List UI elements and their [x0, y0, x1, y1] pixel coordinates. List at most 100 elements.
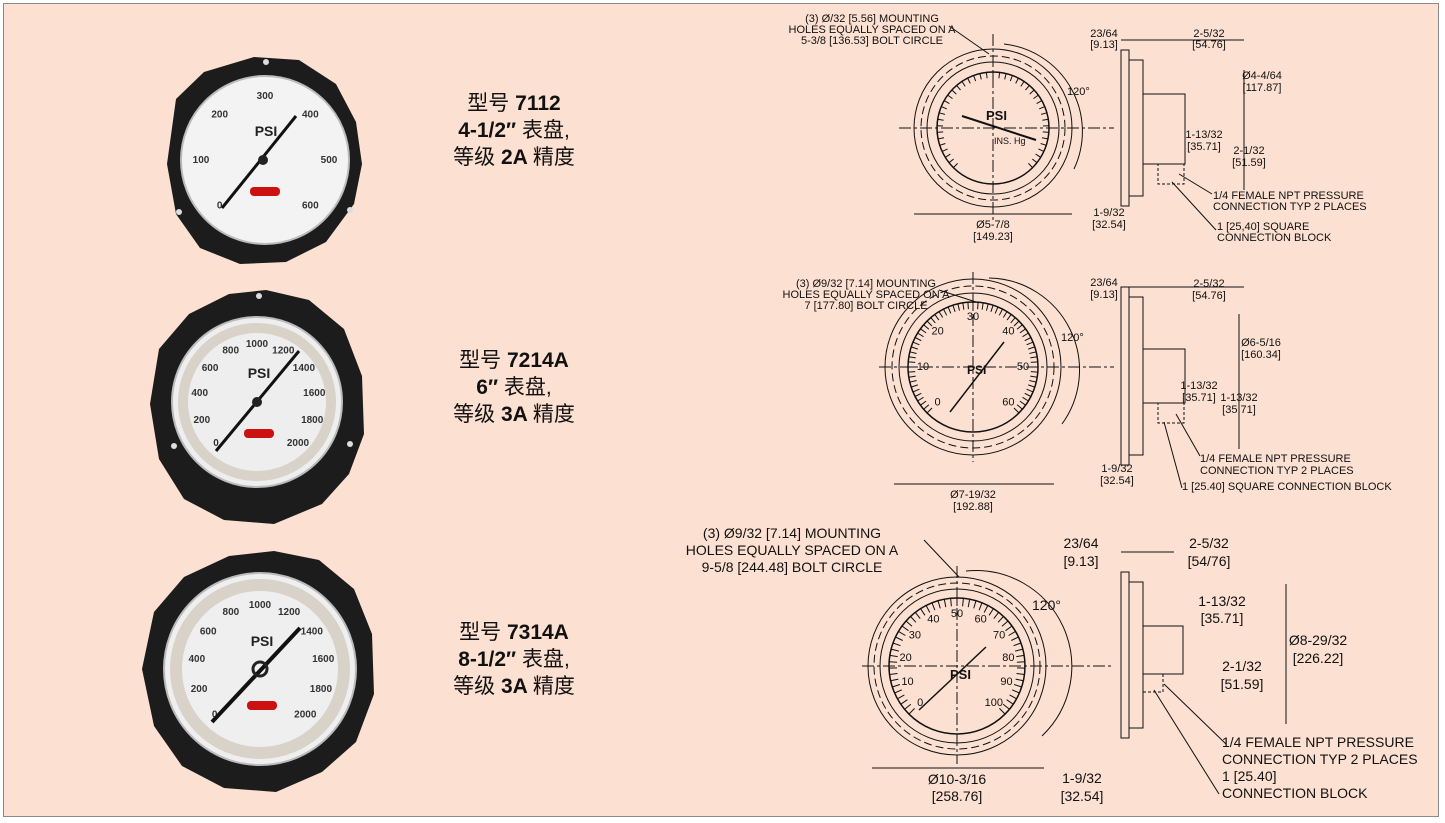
- scale-tick: [1022, 332, 1029, 338]
- scale-tick: [1015, 678, 1024, 682]
- scale-tick: [1009, 75, 1013, 82]
- scale-tick: [1029, 89, 1035, 95]
- depth-dim: 2-5/32: [1193, 278, 1224, 290]
- side-back: [1142, 348, 1186, 404]
- scale-tick: [1013, 684, 1022, 688]
- model-title-7112: 型号 7112 4-1/2″ 表盘, 等级 2A 精度: [404, 90, 624, 171]
- scale-tick: [914, 337, 922, 342]
- scale-tick: [986, 303, 989, 311]
- brand-logo: [250, 187, 280, 196]
- scale-tick: [938, 112, 946, 115]
- rear-dim: 1-9/32: [1062, 770, 1102, 786]
- dial-label: 表盘,: [521, 119, 570, 142]
- case-diameter-dim: Ø4-4/64: [1242, 70, 1282, 82]
- npt-note: CONNECTION TYP 2 PLACES: [1200, 465, 1354, 477]
- block-note: 1 [25,40] SQUARE: [1217, 221, 1309, 233]
- side-flange: [1120, 49, 1130, 207]
- scale-tick: [938, 311, 944, 318]
- scale-tick: [925, 605, 931, 613]
- scale-number: 70: [993, 629, 1005, 641]
- scale-tick: [937, 131, 944, 133]
- mounting-note: HOLES EQUALLY SPACED ON A: [686, 542, 899, 558]
- scale-tick: [939, 143, 946, 146]
- scale-tick: [947, 306, 952, 314]
- scale-tick: [973, 600, 977, 609]
- scale-number: 0: [935, 396, 941, 408]
- scale-tick: [948, 158, 955, 164]
- scale-tick: [1024, 337, 1032, 342]
- angle-label: 120°: [1061, 332, 1084, 344]
- scale-tick: [908, 356, 916, 359]
- diameter-dim: Ø7-19/32: [950, 489, 996, 501]
- block-note: 1 [25.40]: [1222, 768, 1277, 784]
- model-label: 型号: [467, 92, 510, 115]
- scale-number: 1600: [303, 388, 326, 399]
- scale-tick: [1031, 158, 1038, 164]
- scale-tick: [1030, 361, 1038, 363]
- rear-dim: 1-9/32: [1093, 207, 1124, 219]
- connection-block: [1142, 673, 1164, 693]
- case-diameter-dim-mm: [117.87]: [1243, 82, 1282, 94]
- scale-number: 1400: [293, 363, 316, 374]
- scale-tick: [908, 371, 916, 373]
- scale-tick: [945, 153, 951, 158]
- flange-dim-mm: [9.13]: [1063, 553, 1098, 569]
- scale-tick: [1022, 396, 1029, 402]
- flange-dim-mm: [9.13]: [1090, 289, 1118, 301]
- scale-number: 600: [202, 363, 219, 374]
- scale-tick: [967, 599, 971, 608]
- npt-note: 1/4 FEMALE NPT PRESSURE: [1222, 734, 1414, 750]
- scale-tick: [898, 630, 906, 636]
- diameter-dim: Ø10-3/16: [928, 771, 987, 787]
- side-flange: [1120, 286, 1130, 466]
- gauge-hub: [258, 155, 268, 165]
- scale-number: 0: [217, 200, 223, 211]
- connection-dim-1-mm: [35.71]: [1187, 141, 1221, 153]
- scale-number: 0: [213, 438, 219, 449]
- connection-dim-1: 1-13/32: [1185, 129, 1222, 141]
- scale-tick: [1029, 351, 1037, 354]
- mounting-note: (3) Ø/32 [5.56] MOUNTING: [805, 13, 939, 25]
- scale-tick: [1028, 163, 1033, 168]
- scale-tick: [911, 346, 918, 350]
- leader-line: [1163, 421, 1183, 489]
- gauge-ring-scale: [170, 579, 350, 759]
- leader-line: [1153, 689, 1220, 795]
- scale-number: 300: [257, 91, 274, 102]
- scale-tick: [994, 306, 999, 314]
- model-label: 型号: [459, 621, 502, 644]
- scale-tick: [1016, 673, 1025, 675]
- scale-tick: [950, 598, 952, 607]
- model-title-7314A: 型号 7314A 8-1/2″ 表盘, 等级 3A 精度: [404, 619, 624, 700]
- connection-block: [1157, 402, 1185, 424]
- dial-ticks: [888, 598, 1026, 715]
- dial-label: 表盘,: [503, 376, 552, 399]
- scale-number: 600: [200, 626, 217, 637]
- dial-ticks: [908, 302, 1038, 414]
- gauge-hub: [252, 397, 262, 407]
- scale-tick: [1042, 118, 1049, 121]
- scale-tick: [1013, 407, 1020, 414]
- scale-tick: [941, 148, 948, 152]
- connection-dim-1-mm: [35.71]: [1201, 610, 1244, 626]
- mounting-hole: [263, 59, 269, 65]
- scale-tick: [962, 302, 965, 310]
- scale-tick: [914, 611, 921, 619]
- scale-number: 1000: [246, 339, 269, 350]
- flange-dim: 23/64: [1090, 277, 1118, 289]
- scale-number: 1400: [301, 626, 324, 637]
- scale-tick: [1036, 100, 1043, 105]
- scale-tick: [912, 388, 920, 393]
- scale-tick: [909, 380, 917, 383]
- scale-tick: [1028, 346, 1035, 350]
- mounting-note: 9-5/8 [244.48] BOLT CIRCLE: [702, 559, 883, 575]
- scale-tick: [920, 328, 927, 334]
- drawing-7112: PSI INS. Hg 120° (3) Ø/32 [5.56] MOUNTIN…: [789, 13, 1367, 244]
- depth-dim-mm: [54.76]: [1192, 290, 1226, 302]
- leader-line: [923, 539, 960, 578]
- scale-tick: [1016, 324, 1023, 330]
